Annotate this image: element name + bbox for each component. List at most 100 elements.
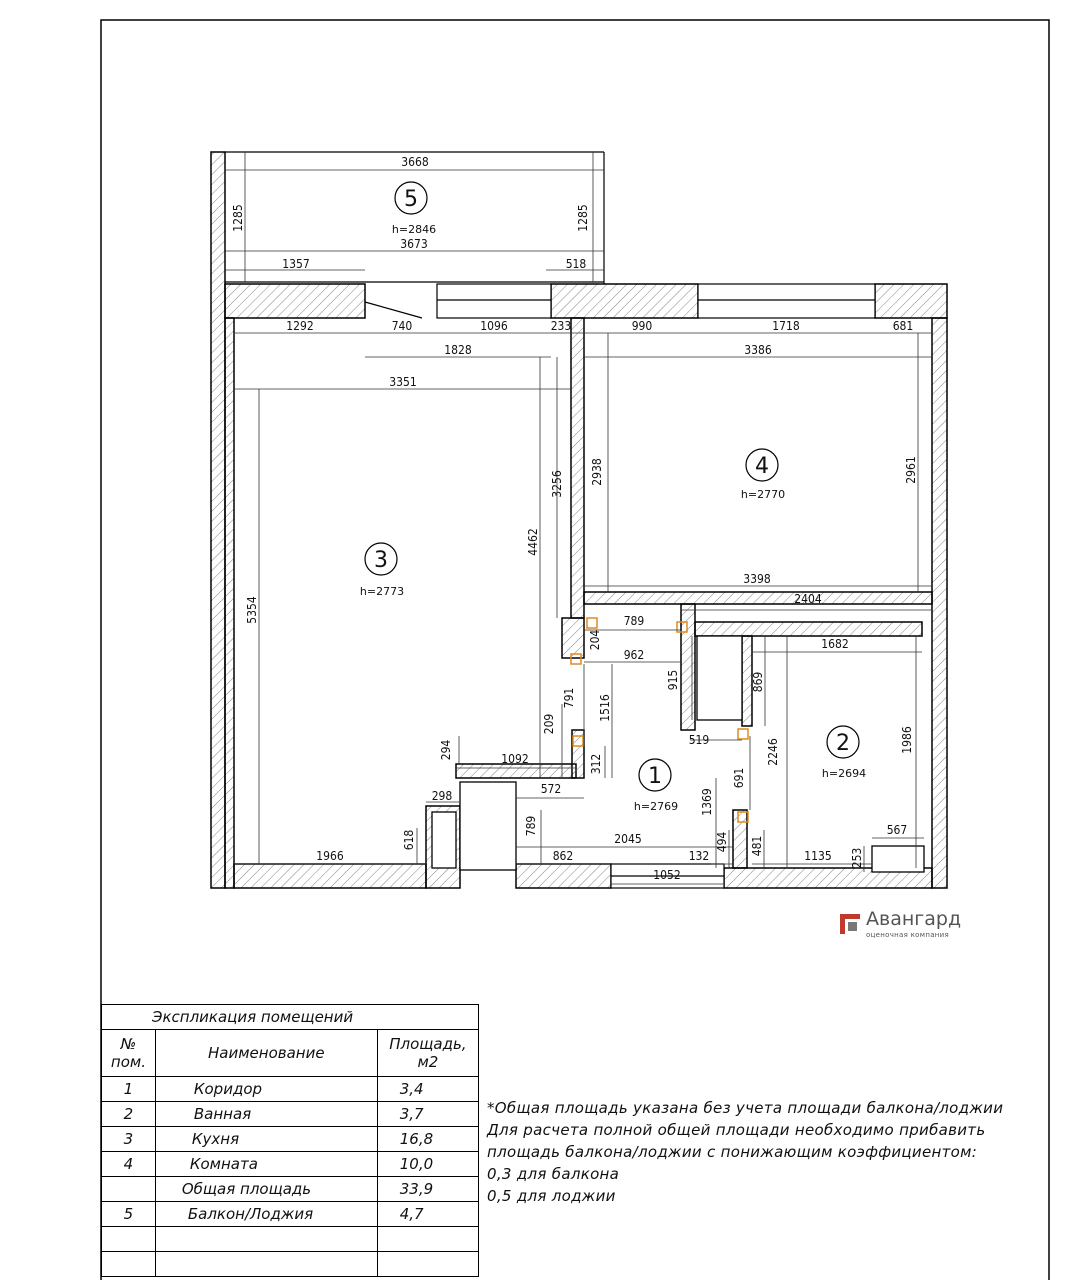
dim-label: 294 xyxy=(439,740,453,761)
dim-label: 681 xyxy=(893,319,914,333)
row-no: 5 xyxy=(101,1201,156,1227)
dim-label: 1285 xyxy=(576,204,590,231)
dim-label: 3673 xyxy=(400,237,427,251)
room-number: 3 xyxy=(374,548,388,573)
dim-label: 1516 xyxy=(598,694,612,722)
row-name: Общая площадь xyxy=(154,1176,378,1202)
table-row: 4 Комната 10,0 xyxy=(101,1151,480,1177)
dim-label: 869 xyxy=(751,672,765,693)
table-row: 5 Балкон/Лоджия 4,7 xyxy=(101,1201,480,1227)
room-number: 1 xyxy=(648,764,662,789)
note-line: Для расчета полной общей площади необход… xyxy=(487,1121,986,1139)
dim-label: 1135 xyxy=(804,849,831,863)
dimension-lines xyxy=(225,152,932,885)
room-number: 4 xyxy=(755,454,769,479)
row-name: Балкон/Лоджия xyxy=(154,1201,378,1227)
dim-label: 3668 xyxy=(401,155,429,169)
dim-label: 2961 xyxy=(904,456,918,483)
note-line: 0,5 для лоджии xyxy=(487,1187,616,1205)
row-area: 3,4 xyxy=(376,1076,480,1102)
dim-label: 915 xyxy=(666,670,680,691)
room-number: 2 xyxy=(836,731,850,756)
dim-label: 1369 xyxy=(700,788,714,816)
row-no xyxy=(101,1226,156,1252)
dim-label: 567 xyxy=(887,823,908,837)
dim-label: 1718 xyxy=(772,319,800,333)
dim-label: 253 xyxy=(850,848,864,869)
room-height: h=2769 xyxy=(634,800,678,813)
row-area: 16,8 xyxy=(376,1126,480,1152)
dim-label: 204 xyxy=(588,630,602,651)
dim-label: 1292 xyxy=(286,319,313,333)
row-name: Ванная xyxy=(154,1101,378,1127)
table-title-row: Экспликация помещений xyxy=(101,1004,479,1030)
dim-label: 740 xyxy=(392,319,413,333)
row-name xyxy=(154,1226,378,1252)
dim-label: 791 xyxy=(562,688,576,709)
row-no: 1 xyxy=(101,1076,156,1102)
row-name: Кухня xyxy=(154,1126,378,1152)
row-name: Коридор xyxy=(154,1076,378,1102)
row-area xyxy=(376,1251,480,1277)
dim-label: 518 xyxy=(566,257,587,271)
dim-label: 618 xyxy=(402,830,416,851)
row-area: 3,7 xyxy=(376,1101,480,1127)
dim-label: 2404 xyxy=(794,592,822,606)
dim-label: 691 xyxy=(732,768,746,789)
room-number: 5 xyxy=(404,187,418,212)
dim-label: 789 xyxy=(624,614,645,628)
room-5-marker: 5 h=2846 xyxy=(392,181,436,236)
row-name xyxy=(154,1251,378,1277)
dim-label: 298 xyxy=(432,789,453,803)
dim-label: 1682 xyxy=(821,637,848,651)
logo-subtitle: оценочная компания xyxy=(866,931,950,939)
row-no xyxy=(101,1176,156,1202)
logo-icon xyxy=(840,914,860,934)
logo-name: Авангард xyxy=(866,908,962,930)
dim-label: 494 xyxy=(715,832,729,853)
room-markers: 1 h=2769 2 h=2694 3 h=2773 4 h=2770 5 h=… xyxy=(360,181,866,813)
table-row xyxy=(101,1251,480,1277)
column-header-name: Наименование xyxy=(154,1029,378,1077)
table-title: Экспликация помещений xyxy=(101,1004,479,1030)
note-line: *Общая площадь указана без учета площади… xyxy=(487,1099,1004,1117)
table-row: 2 Ванная 3,7 xyxy=(101,1101,480,1127)
dim-label: 2045 xyxy=(614,832,641,846)
row-area: 4,7 xyxy=(376,1201,480,1227)
row-no: 3 xyxy=(101,1126,156,1152)
column-header-area: Площадь, м2 xyxy=(376,1029,480,1077)
dim-label: 1096 xyxy=(480,319,508,333)
dim-label: 3386 xyxy=(744,343,772,357)
sheet-frame xyxy=(100,19,1050,1280)
table-header-row: № пом. Наименование Площадь, м2 xyxy=(101,1029,480,1077)
dim-label: 1986 xyxy=(900,726,914,754)
dim-label: 1052 xyxy=(653,868,680,882)
dim-label: 5354 xyxy=(245,596,259,624)
room-1-marker: 1 h=2769 xyxy=(634,758,678,813)
dim-label: 132 xyxy=(689,849,710,863)
dim-label: 3256 xyxy=(550,470,564,498)
table-row: 1 Коридор 3,4 xyxy=(101,1076,480,1102)
room-height: h=2694 xyxy=(822,767,866,780)
dim-label: 519 xyxy=(689,733,710,747)
row-area: 33,9 xyxy=(376,1176,480,1202)
dimension-labels: 3668 1285 1285 3673 1357 518 1292 740 10… xyxy=(231,155,918,882)
column-header-no: № пом. xyxy=(101,1029,156,1077)
dim-label: 2938 xyxy=(590,458,604,486)
dim-label: 1357 xyxy=(282,257,309,271)
row-area xyxy=(376,1226,480,1252)
note-line: площадь балкона/лоджии с понижающим коэф… xyxy=(487,1143,978,1161)
fixtures xyxy=(431,635,925,873)
row-no: 4 xyxy=(101,1151,156,1177)
dim-label: 572 xyxy=(541,782,562,796)
room-height: h=2846 xyxy=(392,223,436,236)
dim-label: 1828 xyxy=(444,343,472,357)
dim-label: 3398 xyxy=(743,572,771,586)
dim-label: 209 xyxy=(542,714,556,735)
row-name: Комната xyxy=(154,1151,378,1177)
dim-label: 1092 xyxy=(501,752,528,766)
table-row: 3 Кухня 16,8 xyxy=(101,1126,480,1152)
dim-label: 2246 xyxy=(766,738,780,766)
room-height: h=2773 xyxy=(360,585,404,598)
